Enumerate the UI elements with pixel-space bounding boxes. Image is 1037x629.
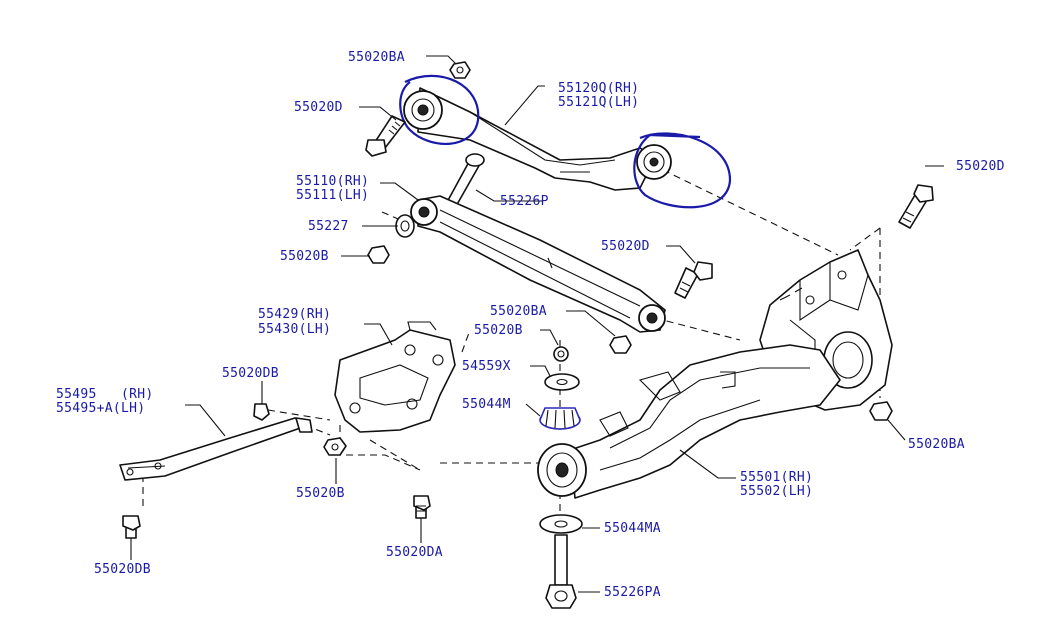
nut-55020ba-mid	[609, 335, 632, 354]
label-55430-lh: 55430(LH)	[258, 322, 331, 337]
stabilizer-link	[119, 417, 313, 481]
bolt-55020d-left	[365, 115, 406, 157]
label-55044m: 55044M	[462, 397, 511, 412]
main-bushing	[537, 443, 587, 497]
label-55020b-mid: 55020B	[474, 323, 523, 338]
nut-55020ba-top	[449, 61, 471, 79]
bolt-55226pa	[545, 534, 577, 609]
label-54559x: 54559X	[462, 359, 511, 374]
label-55020d-mid: 55020D	[601, 239, 650, 254]
washer-55044ma	[539, 514, 583, 534]
upper-link-arm	[403, 87, 672, 191]
label-55020b-upper: 55020B	[280, 249, 329, 264]
callout-labels: 55020BA 55120Q(RH) 55121Q(LH) 55020D 550…	[56, 50, 1005, 600]
nut-55020b-lower	[323, 437, 347, 456]
trailing-arm	[569, 344, 841, 499]
washer-54559x	[544, 373, 580, 391]
label-55020ba-right: 55020BA	[908, 437, 965, 452]
label-55020db-bottom: 55020DB	[94, 562, 151, 577]
label-55502-lh: 55502(LH)	[740, 484, 813, 499]
bolt-55020da	[413, 495, 431, 519]
label-55226p: 55226P	[500, 194, 549, 209]
label-55110-rh: 55110(RH)	[296, 174, 369, 189]
label-55020d-left: 55020D	[294, 100, 343, 115]
bolt-55226p	[445, 153, 485, 209]
label-55020b-lower: 55020B	[296, 486, 345, 501]
nut-55020ba-right	[869, 401, 893, 421]
label-55111-lh: 55111(LH)	[296, 188, 369, 203]
lower-link-arm	[410, 195, 666, 333]
nut-55020b-mid	[553, 346, 569, 362]
label-55120q-rh: 55120Q(RH)	[558, 81, 639, 96]
label-55227: 55227	[308, 219, 349, 234]
bolt-55020db-bottom	[122, 515, 141, 539]
label-55020db-top: 55020DB	[222, 366, 279, 381]
highlight-circles	[399, 74, 732, 209]
label-55495-rh: 55495 (RH)	[56, 387, 154, 402]
label-55020da: 55020DA	[386, 545, 443, 560]
bolt-55020db-top	[253, 403, 270, 421]
label-55020d-right: 55020D	[956, 159, 1005, 174]
label-55020ba-top: 55020BA	[348, 50, 405, 65]
bolt-55020d-right	[898, 184, 934, 229]
label-55020ba-mid: 55020BA	[490, 304, 547, 319]
bushing-55044m	[539, 407, 581, 430]
label-55429-rh: 55429(RH)	[258, 307, 331, 322]
leader-lines	[130, 55, 944, 593]
label-55501-rh: 55501(RH)	[740, 470, 813, 485]
bracket-55429	[334, 321, 456, 433]
nut-55020b-upper	[367, 245, 390, 264]
label-55226pa: 55226PA	[604, 585, 661, 600]
label-55044ma: 55044MA	[604, 521, 661, 536]
bolt-55020d-mid	[674, 261, 713, 299]
label-55495a-lh: 55495+A(LH)	[56, 401, 145, 416]
label-55121q-lh: 55121Q(LH)	[558, 95, 639, 110]
washer-55227	[395, 214, 415, 238]
